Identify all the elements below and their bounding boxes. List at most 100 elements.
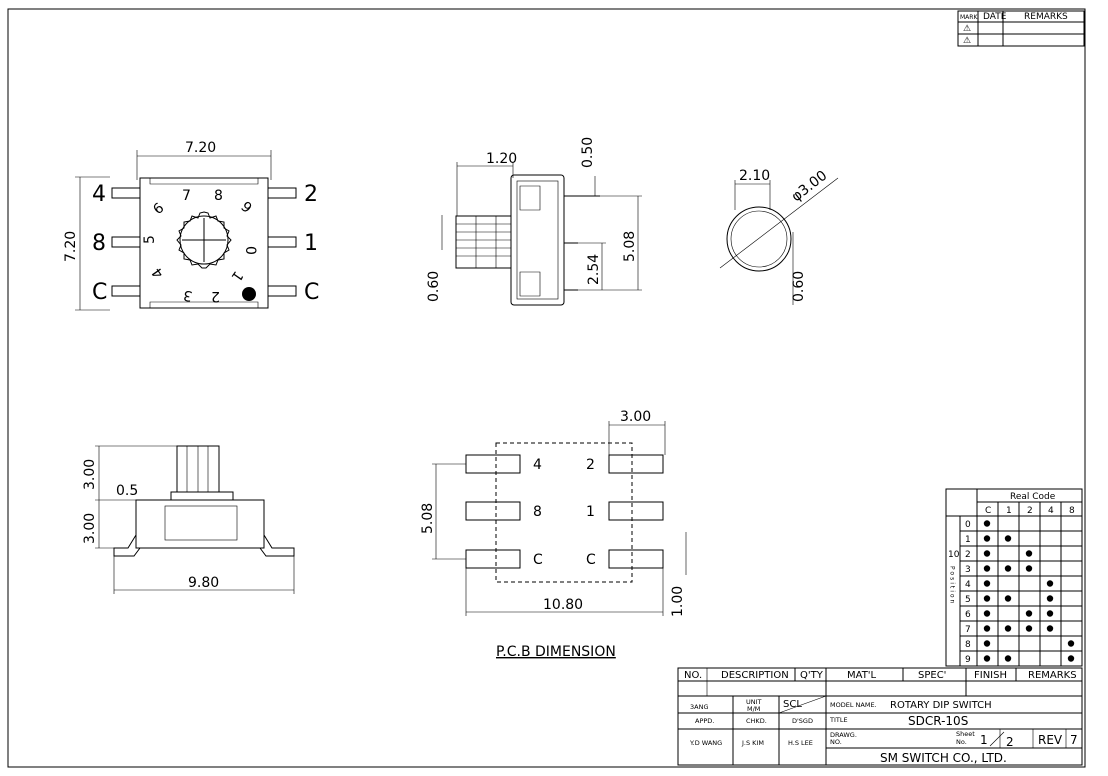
pcb-dim-3-00: 3.00 <box>620 409 651 425</box>
tb-sheet-label: Sheet <box>956 730 975 738</box>
real-code-column-header: 8 <box>1069 506 1075 516</box>
warning-icon: ⚠ <box>963 36 971 46</box>
real-code-dot-icon <box>1067 655 1075 662</box>
front-dim-0-5: 0.5 <box>116 483 138 499</box>
rev-header-remarks: REMARKS <box>1024 12 1068 22</box>
real-code-position: 9 <box>965 655 971 665</box>
tb-scl-label: SCL <box>783 699 802 710</box>
real-code-dot-icon <box>983 625 991 632</box>
pcb-pad-label-c: C <box>533 552 543 568</box>
real-code-dot-icon <box>1046 610 1054 617</box>
real-code-dot-icon <box>1004 625 1012 632</box>
real-code-position: 3 <box>965 565 971 575</box>
top-right-label-2: 2 <box>304 182 318 207</box>
pcb-pad-label-c-right: C <box>586 552 596 568</box>
tb-appd-name: Y.D WANG <box>689 739 722 747</box>
tb-sheet-total: 2 <box>1006 735 1014 749</box>
pcb-pad-label-2: 2 <box>586 457 595 473</box>
top-left-label-8: 8 <box>92 231 106 256</box>
knob-view: 2.10 φ3.00 0.60 <box>719 168 839 305</box>
warning-icon: ⚠ <box>963 24 971 34</box>
dial-number-8: 8 <box>214 188 223 204</box>
real-code-dot-icon <box>1004 535 1012 542</box>
real-code-dot-icon <box>983 580 991 587</box>
tb-rev-label: REV <box>1038 733 1063 747</box>
real-code-dot-icon <box>1004 595 1012 602</box>
dial-number-1: 1 <box>228 268 246 284</box>
revision-table: MARK DATE REMARKS ⚠ ⚠ <box>957 10 1085 47</box>
real-code-side-label: Position <box>949 566 956 605</box>
side-dim-2-54: 2.54 <box>586 254 602 285</box>
real-code-dot-icon <box>1046 625 1054 632</box>
side-dim-5-08: 5.08 <box>622 231 638 262</box>
top-left-label-c: C <box>92 280 107 305</box>
tb-header-finish: FINISH <box>974 670 1007 681</box>
tb-unit-label: UNIT <box>746 698 762 706</box>
pcb-dim-5-08: 5.08 <box>420 503 436 534</box>
pcb-dim-1-00: 1.00 <box>670 586 686 617</box>
tb-title-label: TITLE <box>829 716 848 724</box>
real-code-position: 0 <box>965 520 971 530</box>
rev-header-mark: MARK <box>960 14 978 21</box>
tb-header-matl: MAT'L <box>847 670 877 681</box>
knob-dim-0-60: 0.60 <box>791 271 807 302</box>
dial-number-2: 2 <box>211 288 220 304</box>
dial-number-6: 6 <box>150 200 167 218</box>
tb-header-description: DESCRIPTION <box>721 670 789 681</box>
real-code-dot-icon <box>983 550 991 557</box>
tb-rev-value: 7 <box>1070 733 1078 747</box>
tb-model-name: ROTARY DIP SWITCH <box>890 700 992 711</box>
tb-header-remarks: REMARKS <box>1028 670 1077 681</box>
real-code-position: 4 <box>965 580 971 590</box>
dial-number-9: 9 <box>237 199 254 217</box>
tb-chkd-label: CHKD. <box>746 717 767 725</box>
tb-dsgd-label: D'SGD <box>792 717 813 725</box>
real-code-dot-icon <box>1004 655 1012 662</box>
real-code-dot-icon <box>983 535 991 542</box>
real-code-position: 8 <box>965 640 971 650</box>
real-code-position: 2 <box>965 550 971 560</box>
tb-angle: 3ANG <box>690 703 708 711</box>
front-dim-9-80: 9.80 <box>188 575 219 591</box>
real-code-column-header: 4 <box>1048 506 1054 516</box>
real-code-dot-icon <box>983 595 991 602</box>
real-code-dot-icon <box>1025 550 1033 557</box>
front-dim-3-00-top: 3.00 <box>82 459 98 490</box>
real-code-dot-icon <box>1046 595 1054 602</box>
real-code-column-header: 1 <box>1006 506 1012 516</box>
real-code-position: 7 <box>965 625 971 635</box>
real-code-dot-icon <box>1067 640 1075 647</box>
side-dim-0-60: 0.60 <box>426 271 442 302</box>
real-code-title: Real Code <box>1010 492 1056 502</box>
top-right-label-c: C <box>304 280 319 305</box>
real-code-dot-icon <box>983 520 991 527</box>
real-code-dot-icon <box>983 655 991 662</box>
sheet-border <box>7 8 1086 768</box>
dial-number-7: 7 <box>182 188 191 204</box>
side-view: 1.20 0.50 5.08 2.54 0.60 <box>426 137 642 306</box>
real-code-dot-icon <box>1046 580 1054 587</box>
tb-dsgd-name: H.S LEE <box>788 739 813 747</box>
real-code-column-header: 2 <box>1027 506 1033 516</box>
real-code-position: 1 <box>965 535 971 545</box>
dial-number-4: 4 <box>149 264 167 281</box>
pcb-pad-label-8: 8 <box>533 504 542 520</box>
pcb-dimension-caption: P.C.B DIMENSION <box>496 644 616 660</box>
side-dim-1-20: 1.20 <box>486 151 517 167</box>
real-code-dot-icon <box>1025 625 1033 632</box>
side-dim-0-50: 0.50 <box>580 137 596 168</box>
tb-sheet-no-label: No. <box>956 738 967 746</box>
dial-number-3: 3 <box>182 287 194 304</box>
position-marker-dot <box>242 287 256 301</box>
tb-chkd-name: J.S KIM <box>741 739 764 747</box>
tb-title: SDCR-10S <box>908 714 968 728</box>
tb-unit-value: M/M <box>747 705 760 713</box>
top-left-label-4: 4 <box>92 182 106 207</box>
top-right-label-1: 1 <box>304 231 318 256</box>
rotary-dial-icon <box>176 211 232 269</box>
front-dim-3-00-bottom: 3.00 <box>82 513 98 544</box>
real-code-position: 5 <box>965 595 971 605</box>
tb-drawg-no-label: NO. <box>830 738 842 746</box>
real-code-dot-icon <box>983 565 991 572</box>
